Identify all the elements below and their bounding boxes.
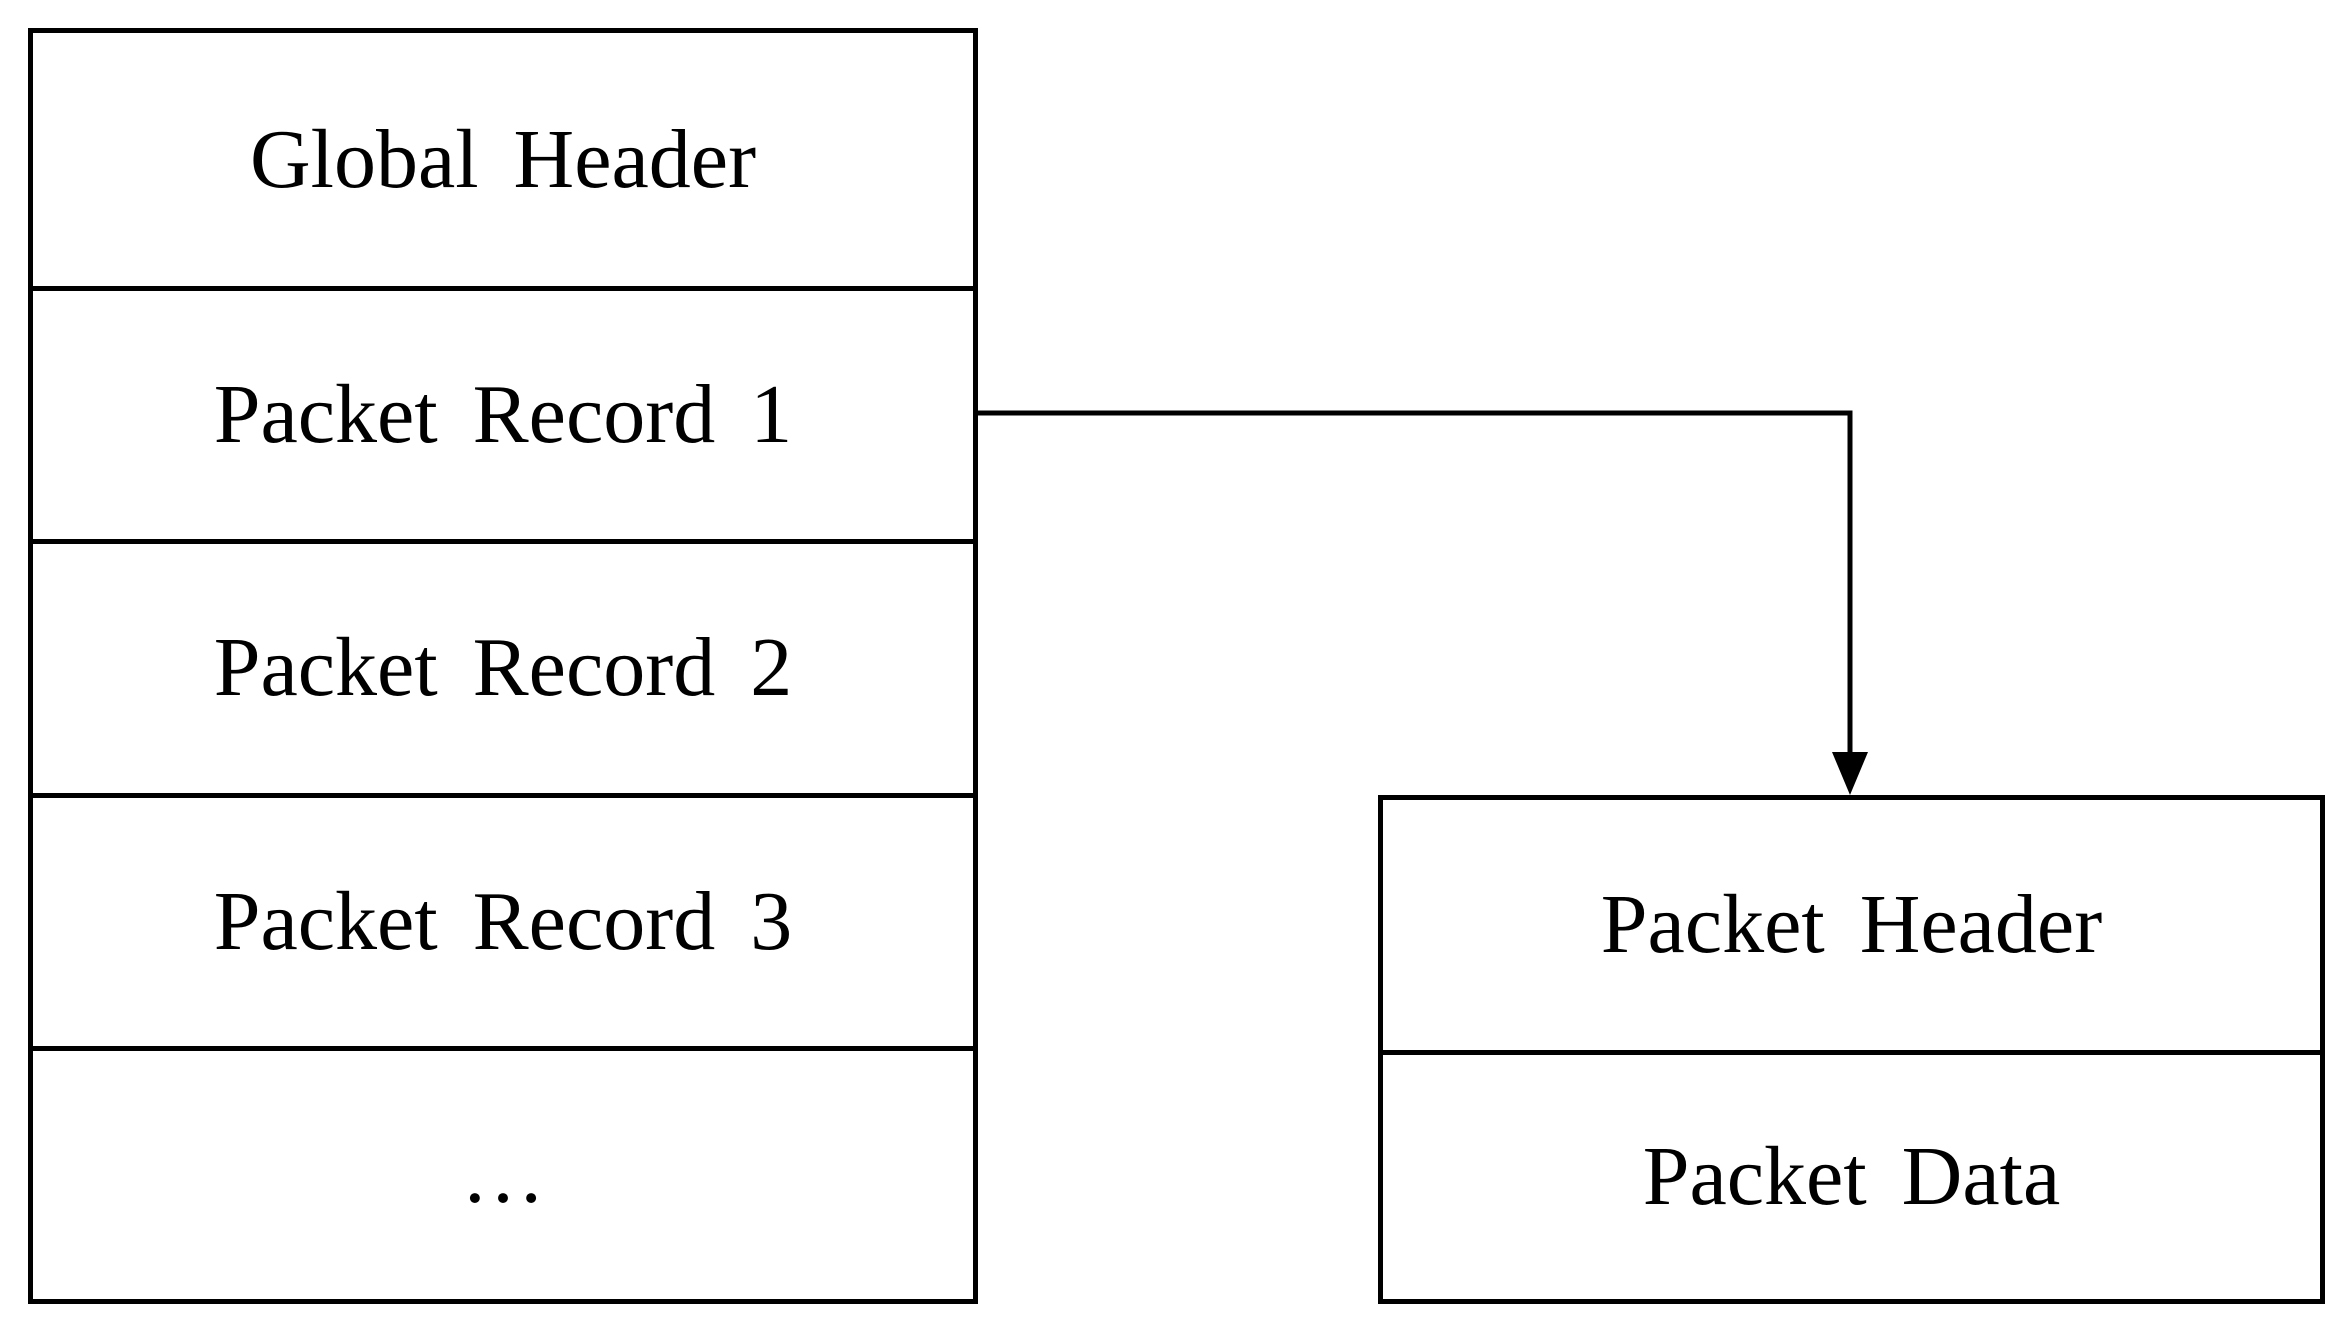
- packet-record-2-cell: Packet Record 2: [33, 539, 973, 792]
- global-header-cell: Global Header: [249, 112, 757, 206]
- packet-data-cell: Packet Data: [1383, 1049, 2320, 1300]
- packet-record-stack: Packet Header Packet Data: [1378, 795, 2325, 1304]
- connector-line: [978, 410, 1853, 756]
- packet-header-cell: Packet Header: [1600, 877, 2103, 971]
- packet-record-1-cell: Packet Record 1: [33, 286, 973, 539]
- ellipsis-cell: …: [33, 1045, 973, 1299]
- packet-record-3-cell: Packet Record 3: [33, 792, 973, 1046]
- file-structure-stack: Global Header Packet Record 1 Packet Rec…: [28, 28, 978, 1304]
- arrowhead-down-icon: [1832, 752, 1868, 795]
